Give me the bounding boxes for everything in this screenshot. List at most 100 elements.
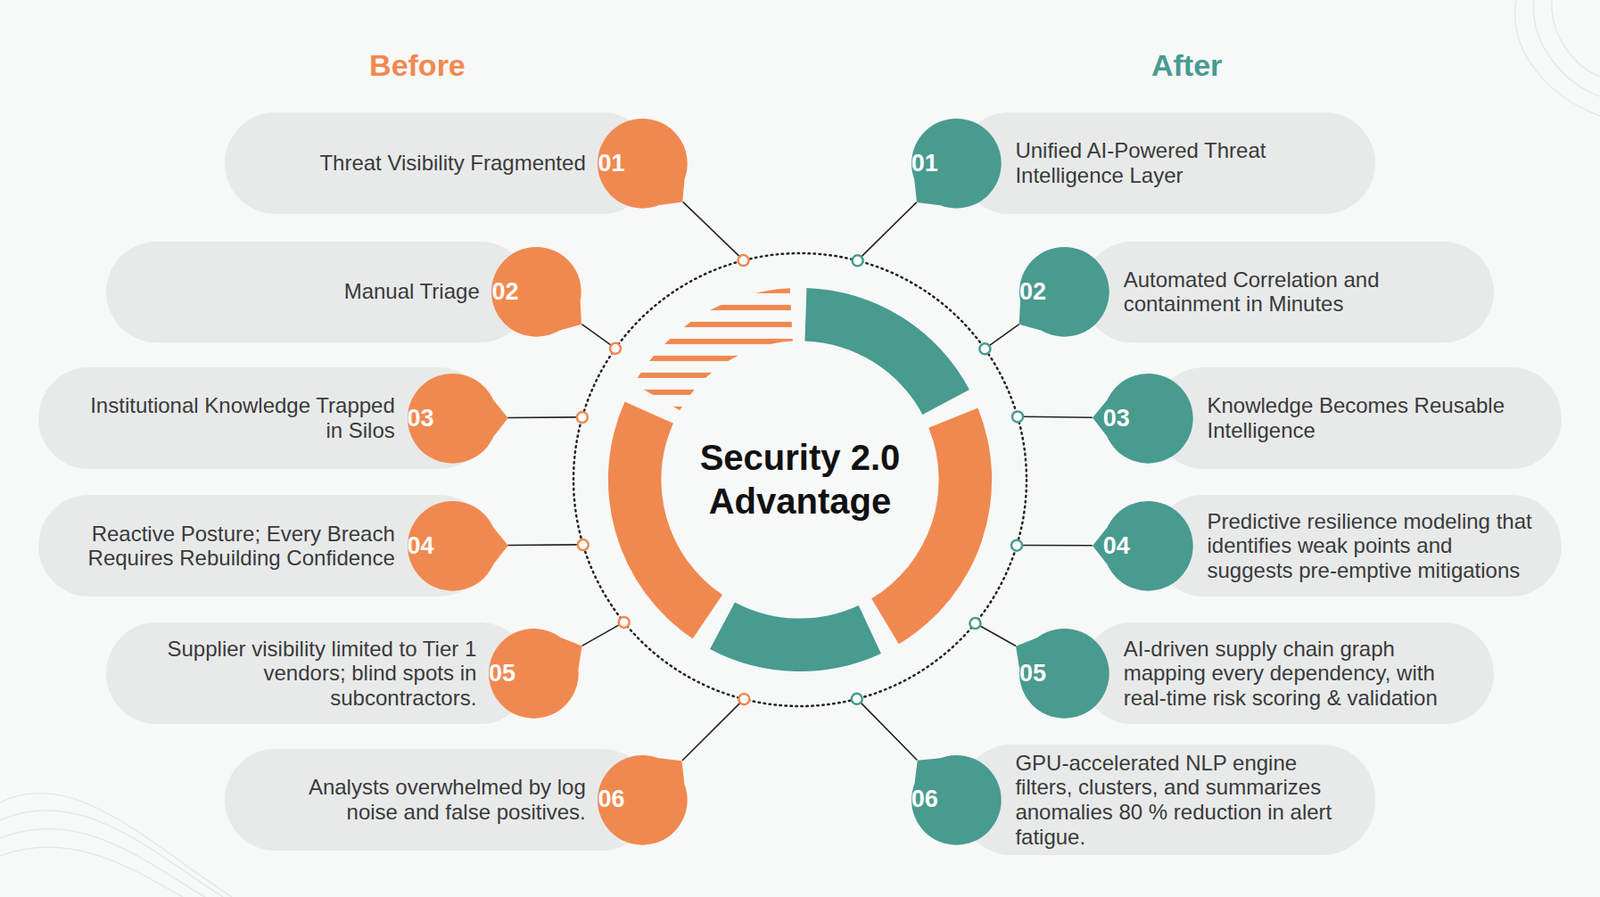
statement-text: GPU-accelerated NLP engine filters, clus… [1014,750,1357,850]
stripe [608,389,800,396]
wave-line [1515,0,1600,116]
orbit-dot [577,539,589,551]
badge-circle [911,118,1002,209]
badge-circle [1103,373,1194,464]
badge-circle [488,628,579,719]
badge-circle [407,373,498,464]
statement-pill: 01Threat Visibility Fragmented [224,112,654,214]
statement-text: Threat Visibility Fragmented [255,150,586,176]
number-badge: 05 [1019,628,1110,719]
statement-pill: 04Predictive resilience modeling that id… [1153,494,1562,596]
badge-circle [911,755,1002,846]
badge-circle [597,755,688,846]
leader-connector [682,702,741,761]
callout-number: 06 [597,785,688,814]
stripe [608,372,800,379]
leader-connector [683,201,741,256]
orbit-dot [610,343,621,355]
badge-circle [1019,247,1110,338]
statement-pill: 04Reactive Posture; Every Breach Require… [38,494,490,596]
leader-connector [860,702,917,761]
number-badge: 01 [911,118,1002,209]
orbit-dot [1011,539,1023,551]
orbit-dot [618,617,630,628]
ring-segment [804,288,969,415]
callout-number: 03 [1103,404,1194,433]
statement-pill: 02Manual Triage [106,241,531,343]
statement-text: Unified AI-Powered Threat Intelligence L… [1014,138,1357,188]
callout-number: 01 [911,149,1002,178]
stripe [608,288,800,294]
orbit-dot [737,255,749,266]
ring-segment [608,401,723,639]
badge-circle [491,247,582,338]
statement-text: Automated Correlation and containment in… [1123,267,1477,317]
callout-number: 06 [911,785,1002,814]
stripe [608,406,800,413]
statement-pill: 01Unified AI-Powered Threat Intelligence… [958,112,1376,214]
number-badge: 03 [1103,373,1194,464]
number-badge: 04 [407,501,498,592]
center-title: Security 2.0 Advantage [666,436,934,524]
statement-text: Predictive resilience modeling that iden… [1206,509,1543,584]
orbit-dot [852,255,864,266]
badge-circle [1103,501,1194,592]
statement-pill: 02Automated Correlation and containment … [1081,241,1494,343]
callout-number: 02 [1019,278,1110,306]
leader-connector [1022,544,1093,547]
statement-text: Knowledge Becomes Reusable Intelligence [1206,393,1543,443]
leader-connector [1022,416,1093,418]
orbit-dot [1012,411,1023,422]
callout-number: 01 [597,149,688,178]
statement-pill: 03Knowledge Becomes Reusable Intelligenc… [1153,367,1562,469]
orbit-dot [969,618,981,629]
statement-pill: 03Institutional Knowledge Trapped in Sil… [38,367,490,469]
wave-line [0,792,232,897]
leader-connector [507,544,578,546]
center-ring: Security 2.0 Advantage [573,253,1027,707]
wave-line [0,810,223,897]
leader-connector [980,626,1016,647]
leader-connector [989,324,1019,347]
callout-number: 05 [488,659,579,688]
ring-segment [709,602,882,672]
leader-connector [582,625,620,647]
callout-number: 03 [407,404,498,433]
orbit-dot [979,343,990,355]
number-badge: 01 [597,118,688,209]
leader-connector [581,324,611,346]
dotted-orbit [573,253,1027,707]
column-heading: Before [369,48,466,83]
callout-number: 02 [491,278,582,306]
number-badge: 03 [407,373,498,464]
statement-pill: 06GPU-accelerated NLP engine filters, cl… [958,744,1376,856]
callout-number: 05 [1019,659,1110,688]
callout-number: 04 [1103,532,1194,561]
ring-graphic [573,253,1027,707]
badge-circle [407,501,498,592]
statement-pill: 05Supplier visibility limited to Tier 1 … [106,622,531,724]
leader-connector [507,416,578,419]
orbit-dot [738,693,750,705]
statement-text: Supplier visibility limited to Tier 1 ve… [136,636,477,711]
statement-text: Manual Triage [136,279,479,305]
statement-pill: 05AI-driven supply chain graph mapping e… [1081,622,1494,724]
stripe [608,423,800,429]
statement-pill: 06Analysts overwhelmed by log noise and … [224,749,654,850]
badge-circle [1019,628,1110,719]
number-badge: 06 [911,755,1002,846]
badge-circle [597,118,688,209]
number-badge: 02 [491,247,582,338]
number-badge: 06 [597,755,688,846]
statement-text: Reactive Posture; Every Breach Requires … [69,521,396,571]
wave-line [0,847,183,897]
stripe [608,355,800,362]
stripe [608,305,800,311]
orbit-dot [851,693,863,705]
wave-line [1534,0,1600,97]
statement-text: AI-driven supply chain graph mapping eve… [1123,636,1477,711]
leader-connector [861,202,917,257]
wave-line [0,828,206,897]
orbit-dot [577,412,588,423]
